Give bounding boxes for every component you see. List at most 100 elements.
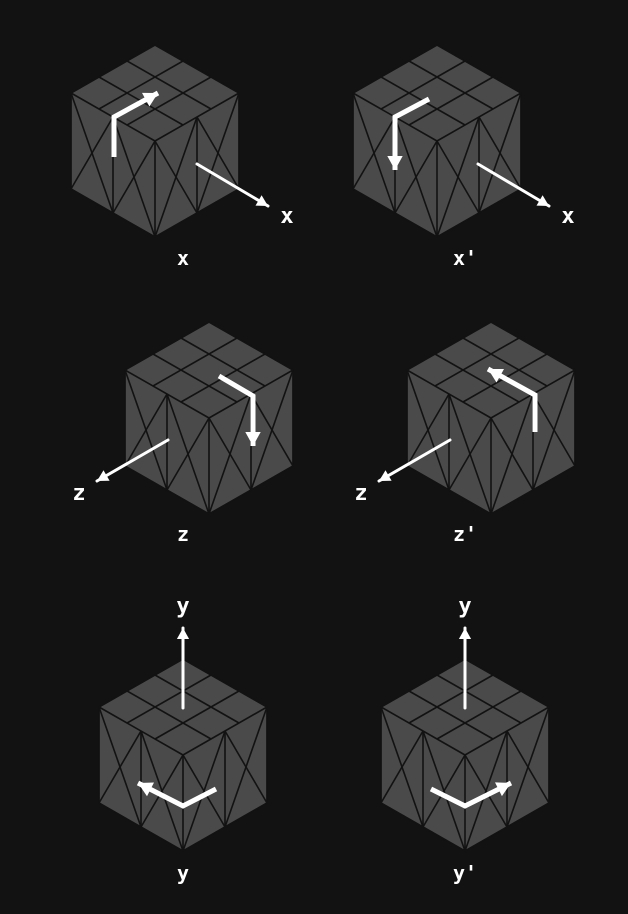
rotation-arrows — [95, 373, 261, 483]
sticker-edge — [180, 337, 266, 387]
sticker-edge — [112, 116, 156, 238]
sticker-edge — [166, 393, 210, 515]
sticker-edge — [154, 674, 240, 724]
sticker-edge — [98, 730, 142, 804]
sticker-edge — [422, 730, 466, 852]
sticker-edge — [126, 674, 212, 724]
sticker-edge — [70, 116, 114, 190]
move-caption: y — [177, 861, 189, 885]
axis-arrow — [476, 162, 551, 208]
sticker-edge — [406, 393, 450, 467]
panel-z: z z — [72, 321, 294, 546]
sticker-edge — [436, 116, 480, 238]
axis-label: y — [458, 594, 471, 619]
sticker-edge — [352, 116, 396, 190]
rotation-arrows — [429, 626, 513, 809]
sticker-edge — [196, 116, 240, 190]
move-caption: z — [177, 522, 189, 546]
sticker-edge — [154, 690, 240, 740]
move-caption: y' — [453, 861, 477, 885]
cube-icon — [98, 658, 268, 852]
counterclockwise-rotation-arrow — [392, 96, 431, 170]
axis-arrow-head — [379, 470, 392, 481]
cube-outline — [70, 44, 240, 238]
axis-label: x — [280, 204, 293, 229]
axis-arrow-head — [255, 195, 268, 206]
sticker-edge — [98, 60, 184, 110]
axis-arrow — [377, 438, 452, 483]
axis-arrow — [95, 438, 170, 483]
cube-icon — [70, 44, 240, 238]
cube-icon — [380, 658, 550, 852]
counterclockwise-rotation-arrow-head — [495, 782, 511, 797]
clockwise-rotation-arrow-head — [245, 432, 261, 446]
clockwise-rotation-arrow — [136, 780, 218, 809]
sticker-edge — [152, 353, 238, 403]
sticker-edge — [182, 730, 226, 852]
sticker-edge — [448, 393, 492, 515]
clockwise-rotation-arrow-head — [142, 92, 158, 107]
sticker-edge — [532, 393, 576, 467]
cube-icon — [406, 321, 576, 515]
counterclockwise-rotation-arrow-head — [488, 369, 504, 383]
sticker-edge — [394, 116, 438, 238]
sticker-edge — [506, 730, 550, 804]
sticker-edge — [224, 730, 268, 804]
rotation-arrows — [377, 366, 538, 483]
sticker-edge — [490, 393, 534, 515]
counterclockwise-rotation-arrow — [429, 780, 513, 809]
sticker-edge — [124, 393, 168, 467]
cube-icon — [124, 321, 294, 515]
counterclockwise-rotation-arrow — [486, 366, 538, 432]
sticker-edge — [434, 337, 520, 387]
sticker-edge — [408, 60, 494, 110]
cube-outline — [352, 44, 522, 238]
sticker-edge — [154, 116, 198, 238]
axis-label: z — [72, 481, 85, 506]
cube-outline — [124, 321, 294, 515]
sticker-edge — [464, 730, 508, 852]
axis-arrow-head — [176, 628, 190, 639]
sticker-edge — [478, 116, 522, 190]
axis-arrow — [195, 162, 270, 208]
cube-icon — [352, 44, 522, 238]
rotation-arrows — [111, 90, 270, 208]
sticker-edge — [462, 337, 548, 387]
panel-z-prime: z z' — [354, 321, 576, 546]
move-caption: z' — [453, 522, 477, 546]
axis-label: z — [354, 481, 367, 506]
sticker-edge — [380, 60, 466, 110]
rotation-arrows — [387, 96, 551, 208]
sticker-edge — [126, 60, 212, 110]
clockwise-rotation-arrow-head — [138, 782, 154, 797]
sticker-edge — [140, 730, 184, 852]
sticker-edge — [152, 337, 238, 387]
counterclockwise-rotation-arrow-head — [387, 156, 403, 170]
panel-x-prime: x x' — [352, 44, 575, 270]
move-caption: x — [177, 246, 189, 270]
sticker-edge — [126, 76, 212, 126]
clockwise-rotation-arrow — [217, 373, 256, 446]
move-caption: x' — [453, 246, 477, 270]
sticker-edge — [126, 690, 212, 740]
sticker-edge — [436, 690, 522, 740]
axis-label: x — [561, 204, 574, 229]
sticker-edge — [380, 730, 424, 804]
sticker-edge — [250, 393, 294, 467]
sticker-edge — [408, 690, 494, 740]
rotation-arrows — [136, 626, 218, 809]
panel-y-prime: y y' — [380, 594, 550, 885]
sticker-edge — [208, 393, 252, 515]
axis-label: y — [176, 594, 189, 619]
axis-arrow-head — [458, 628, 472, 639]
cube-outline — [406, 321, 576, 515]
sticker-edge — [408, 674, 494, 724]
panel-x: x x — [70, 44, 294, 270]
cube-outline — [380, 658, 550, 852]
cube-outline — [98, 658, 268, 852]
sticker-edge — [434, 353, 520, 403]
sticker-edge — [436, 674, 522, 724]
clockwise-rotation-arrow — [111, 90, 160, 157]
